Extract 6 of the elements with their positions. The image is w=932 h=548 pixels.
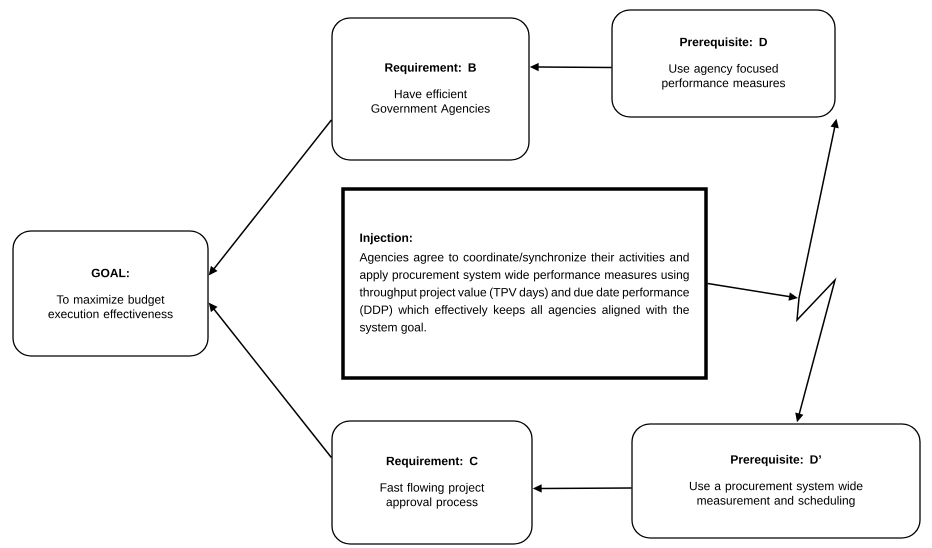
text-box: Injection: Agencies agree to coordinate/synchronize their activities and apply procurement system wide performance measures using throughput project value (TPV days) and due date performance (DDP) which effectively keeps all agencies aligned with the system goal. xyxy=(341,187,708,380)
rounded-box: GOAL: To maximize budget execution effectiveness xyxy=(12,230,209,357)
rounded-box: Prerequisite: D’ Use a procurement system wide measurement and scheduling xyxy=(631,423,921,539)
rounded-box: Requirement: C Fast flowing project approval process xyxy=(331,420,533,545)
rounded-box: Prerequisite: D Use agency focused performance measures xyxy=(611,9,836,118)
rounded-box: Requirement: B Have efficient Government Agencies xyxy=(331,17,530,161)
